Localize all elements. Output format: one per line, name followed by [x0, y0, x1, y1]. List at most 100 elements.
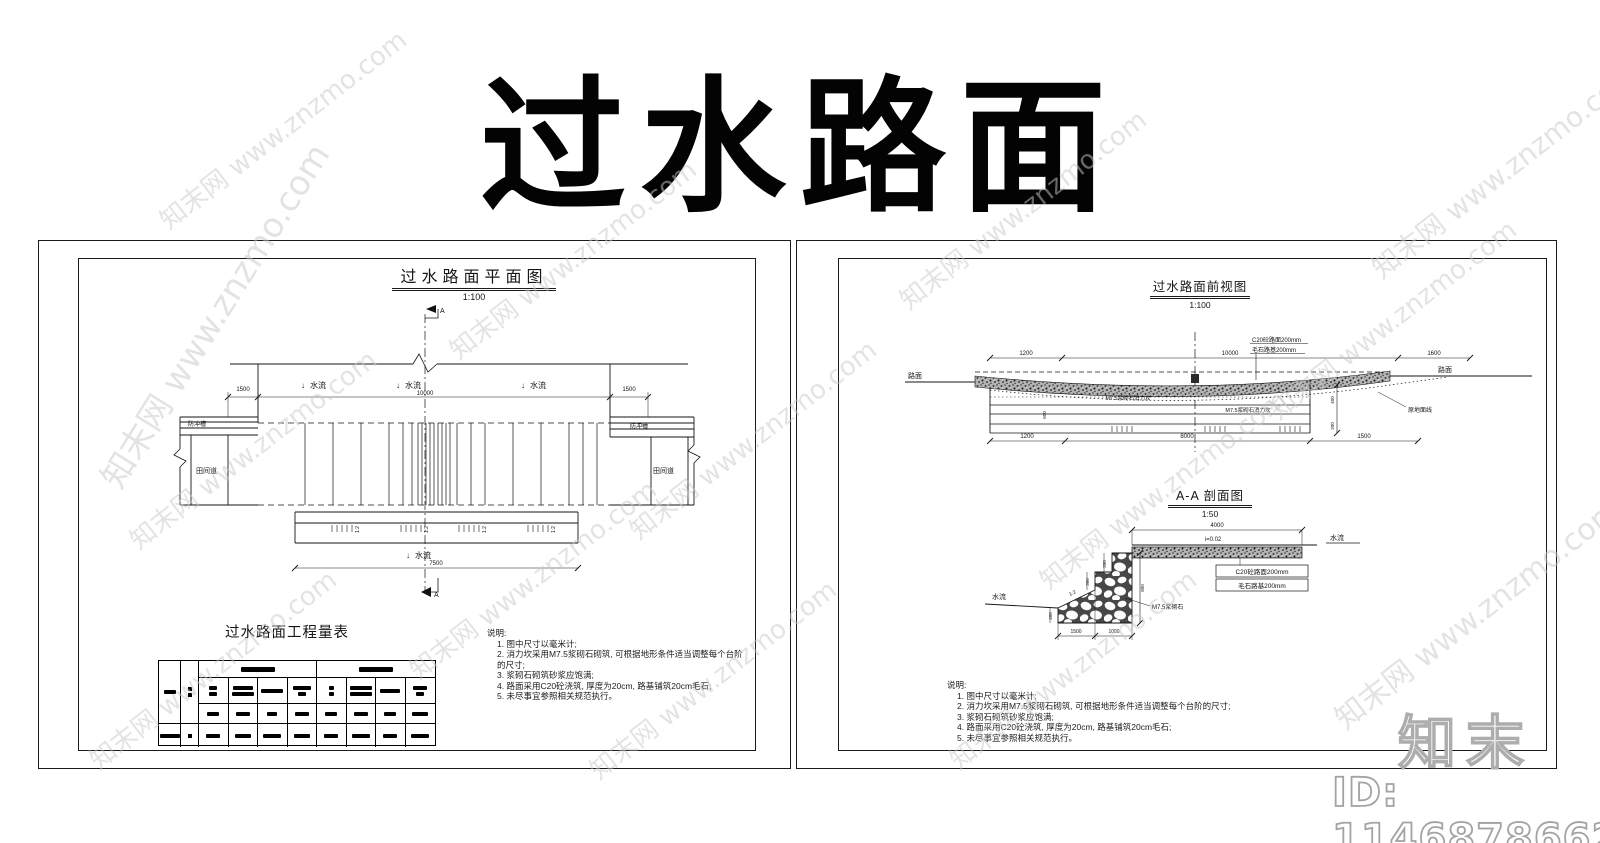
table-cell — [287, 704, 317, 724]
table-cell — [346, 704, 376, 724]
illegible-text-blob — [359, 666, 393, 672]
table-cell — [228, 704, 258, 724]
table-cell — [229, 724, 258, 747]
table-cell — [258, 704, 288, 724]
table-cell — [376, 724, 406, 747]
dim-label: 400 — [1048, 612, 1053, 620]
dim-label: 400 — [1330, 396, 1335, 404]
table-cell — [346, 678, 376, 704]
table-cell — [376, 678, 406, 704]
illegible-text-blob — [163, 690, 176, 694]
table-cell — [181, 724, 199, 747]
table-cell — [159, 724, 181, 747]
dim-label: 300 — [1085, 578, 1090, 586]
plan-view-title: 过水路面平面图 1:100 — [392, 263, 556, 302]
table-cell — [406, 724, 436, 747]
slope-label: 1:2 — [424, 526, 430, 533]
front-title-scale: 1:100 — [1189, 300, 1211, 310]
table-cell — [287, 678, 317, 704]
note-item: 5. 未尽事宜参照相关规范执行。 — [497, 691, 617, 701]
front-title-text: 过水路面前视图 — [1150, 276, 1250, 299]
table-group-header — [317, 661, 435, 678]
flow-arrow-icon: ↓ — [406, 551, 410, 560]
left-notes: 说明: 1. 图中尺寸以毫米计; 2. 消力坎采用M7.5浆砌石砌筑, 可根据地… — [487, 628, 747, 702]
dim-label: 1600 — [1427, 351, 1441, 357]
table-cell — [258, 678, 288, 704]
left-sheet-outer-border — [38, 240, 791, 769]
illegible-text-blob — [240, 666, 275, 672]
table-cell — [181, 661, 199, 724]
note-item: 1. 图中尺寸以毫米计; — [957, 690, 1037, 701]
section-linework — [984, 526, 1360, 640]
note-item: 2. 消力坎采用M7.5浆砌石砌筑, 可根据地形条件适当调整每个台阶的尺寸; — [957, 701, 1231, 711]
stilling-basin-label: M7.5浆砌石消力坎 — [1225, 406, 1271, 414]
note-item: 3. 浆砌石砌筑砂浆应饱满; — [957, 711, 1054, 722]
slope-ratio-label: 1:2 — [1068, 589, 1077, 598]
sheet-title: 过水路面 — [480, 68, 1120, 230]
note-item: 4. 路面采用C20砼浇筑, 厚度为20cm, 路基铺筑20cm毛石; — [497, 680, 712, 691]
base-callout: 毛石路基200mm — [1238, 581, 1286, 590]
dim-label: 7500 — [429, 561, 443, 567]
field-road-label: 田间道 — [196, 466, 217, 475]
flow-arrow-icon: ↓ — [396, 381, 400, 390]
table-cell — [405, 678, 435, 704]
illegible-text-blob — [187, 693, 192, 697]
table-cell — [405, 704, 435, 724]
illegible-text-blob — [187, 687, 192, 691]
table-cell — [258, 724, 288, 747]
dim-label: 1200 — [1020, 434, 1034, 440]
table-cell — [159, 661, 181, 724]
flow-label: 水流 — [530, 380, 546, 390]
plan-linework — [173, 305, 701, 597]
table-cell — [199, 724, 229, 747]
surface-callout: C20砼路面200mm — [1252, 336, 1301, 344]
dim-label: 1500 — [622, 387, 636, 393]
plan-title-scale: 1:100 — [462, 292, 486, 302]
anti-scour-label: 防冲槽 — [188, 420, 206, 428]
right-sheet-outer-border — [796, 240, 1557, 769]
ground-line-label: 原地面线 — [1408, 406, 1432, 414]
dim-label: 10000 — [417, 391, 434, 397]
section-letter: A — [434, 592, 439, 599]
table-group-header — [199, 661, 317, 678]
masonry-label: M7.5浆砌石 — [1152, 603, 1183, 611]
slope-label: 1:2 — [482, 526, 488, 533]
right-sheet-inner-border — [838, 258, 1547, 751]
flow-label: 水流 — [992, 592, 1006, 601]
slope-label: 1:2 — [551, 526, 557, 533]
dim-label: 1500 — [1070, 629, 1081, 635]
note-item: 3. 浆砌石砌筑砂浆应饱满; — [497, 670, 594, 680]
znzmo-logo: 知末 — [1397, 710, 1535, 777]
notes-heading: 说明: — [487, 628, 507, 638]
flow-label: 水流 — [405, 380, 421, 390]
notes-heading: 说明: — [947, 680, 967, 690]
note-item: 1. 图中尺寸以毫米计; — [497, 638, 577, 649]
dim-label: 10000 — [1222, 351, 1239, 357]
table-cell — [347, 724, 376, 747]
section-letter: A — [440, 308, 445, 315]
note-item: 5. 未尽事宜参照相关规范执行。 — [957, 732, 1077, 743]
flow-arrow-icon: ↓ — [521, 381, 525, 390]
surface-callout: C20砼路面200mm — [1235, 567, 1288, 576]
field-road-label: 田间道 — [653, 466, 674, 475]
slope-value: i=0.02 — [1205, 537, 1222, 543]
front-view-title: 过水路面前视图 1:100 — [1150, 276, 1250, 310]
dim-label: 800 — [1140, 584, 1145, 592]
table-cell — [376, 704, 406, 724]
section-title-scale: 1:50 — [1201, 509, 1219, 519]
dim-label: 200 — [1102, 560, 1107, 568]
dim-label: 1200 — [1019, 351, 1033, 357]
flow-arrow-icon: ↓ — [301, 381, 305, 390]
table-cell — [288, 724, 317, 747]
dim-label: 1500 — [1357, 434, 1371, 440]
left-sheet-inner-border — [78, 258, 756, 751]
note-item: 4. 路面采用C20砼浇筑, 厚度为20cm, 路基铺筑20cm毛石; — [957, 722, 1172, 732]
dim-label: 200 — [1330, 422, 1335, 430]
dim-label: 4000 — [1210, 523, 1224, 529]
front-view-linework — [905, 332, 1532, 452]
base-callout: 毛石路基200mm — [1252, 346, 1296, 354]
flow-label: 水流 — [415, 550, 431, 560]
flow-label: 水流 — [1330, 533, 1344, 542]
road-label: 路面 — [1438, 365, 1452, 374]
